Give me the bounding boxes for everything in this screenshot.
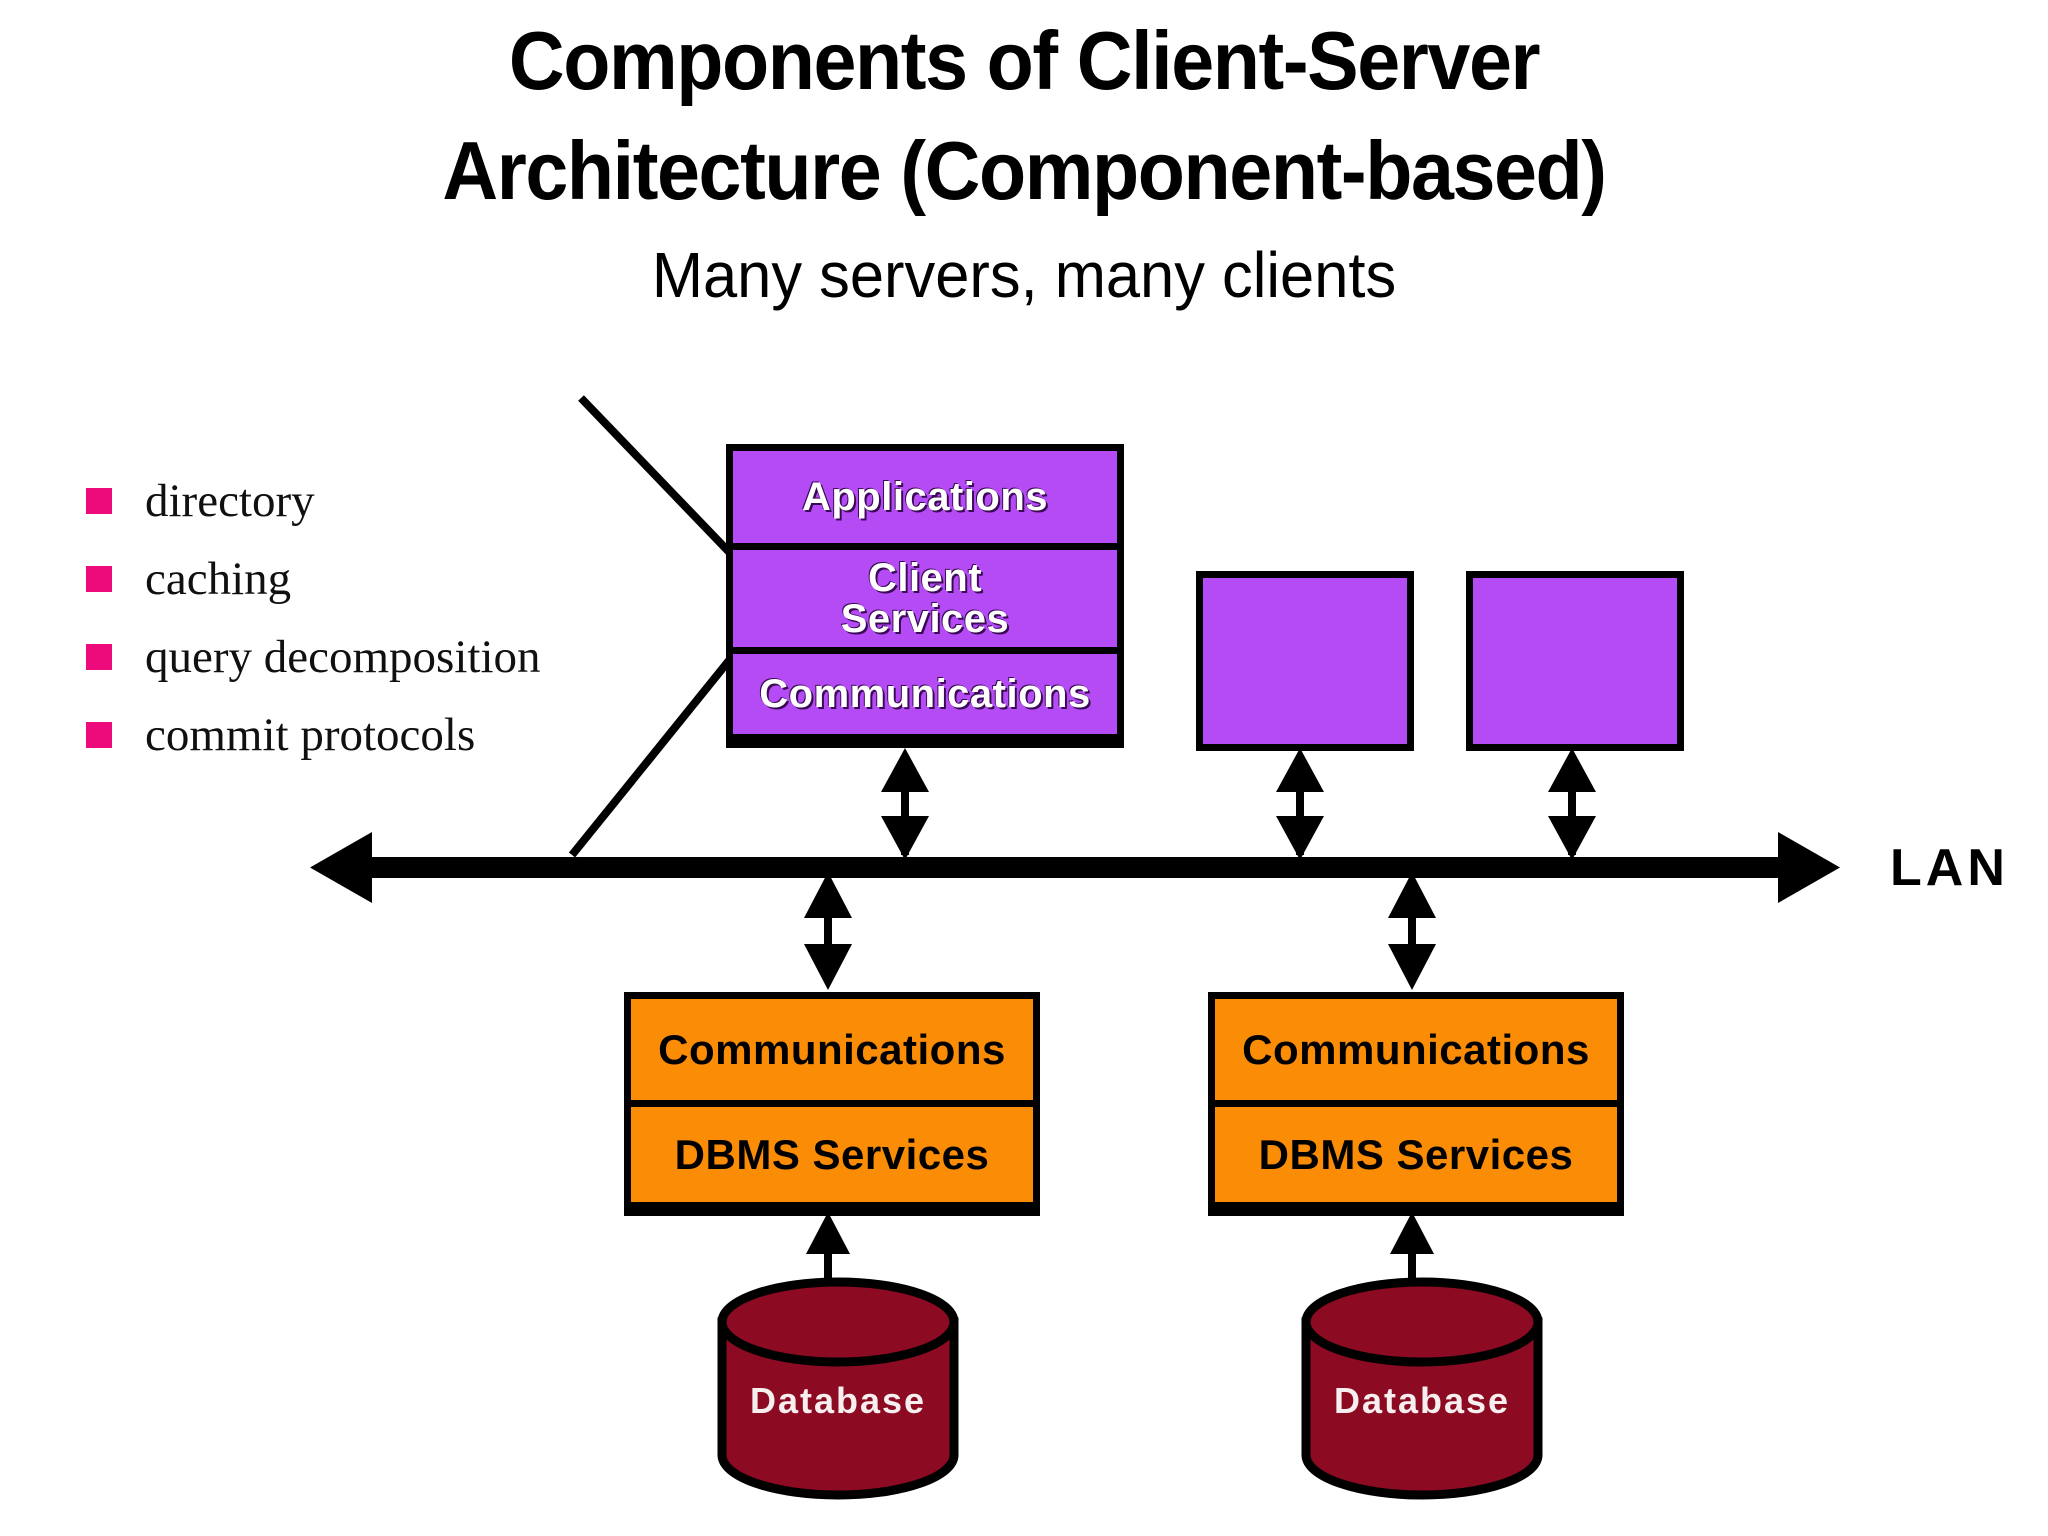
database-2-label: Database: [1333, 1380, 1511, 1421]
lan-bus-arrow: [310, 832, 1840, 903]
list-item-label: commit protocols: [145, 708, 476, 761]
square-bullet-icon: [86, 722, 112, 748]
client-3-bus-arrow: [1548, 748, 1596, 860]
client-box-2[interactable]: [1196, 571, 1414, 751]
server-2-database-arrow: [1390, 1212, 1434, 1332]
server-2-layer-communications: Communications: [1215, 999, 1617, 1100]
client-box-3[interactable]: [1466, 571, 1684, 751]
page-title-line-2: Architecture (Component-based): [442, 124, 1607, 218]
client-layer-client-services: Client Services: [733, 543, 1117, 647]
database-cylinder-2: [1301, 1277, 1543, 1500]
list-item: query decomposition: [86, 618, 726, 696]
page-subtitle: Many servers, many clients: [651, 238, 1397, 311]
client-layer-communications: Communications: [733, 647, 1117, 734]
list-item-label: directory: [145, 474, 315, 527]
server-1-layer-communications: Communications: [631, 999, 1033, 1100]
server-1-bus-arrow: [804, 872, 852, 990]
square-bullet-icon: [86, 488, 112, 514]
list-item-label: query decomposition: [145, 630, 541, 683]
page-title-line-1: Components of Client-Server: [508, 14, 1541, 107]
square-bullet-icon: [86, 566, 112, 592]
server-2-layer-dbms-services: DBMS Services: [1215, 1100, 1617, 1202]
square-bullet-icon: [86, 644, 112, 670]
slide-header: Components of Client-Server Architecture…: [0, 0, 2048, 315]
list-item-label: caching: [145, 552, 292, 605]
list-item: caching: [86, 540, 726, 618]
server-stack-box-2[interactable]: Communications DBMS Services: [1208, 992, 1624, 1216]
server-stack-box-1[interactable]: Communications DBMS Services: [624, 992, 1040, 1216]
client-stack-box[interactable]: Applications Client Services Communicati…: [726, 444, 1124, 748]
client-1-bus-arrow: [881, 748, 929, 860]
list-item: commit protocols: [86, 696, 726, 774]
lan-label: LAN: [1890, 839, 2009, 897]
database-cylinder-1: [717, 1277, 959, 1500]
server-1-layer-dbms-services: DBMS Services: [631, 1100, 1033, 1202]
database-1-label: Database: [749, 1380, 927, 1421]
server-2-bus-arrow: [1388, 872, 1436, 990]
server-1-database-arrow: [806, 1212, 850, 1332]
client-layer-applications: Applications: [733, 451, 1117, 543]
client-2-bus-arrow: [1276, 748, 1324, 860]
list-item: directory: [86, 462, 726, 540]
feature-bullet-list: directory caching query decomposition co…: [86, 462, 726, 774]
